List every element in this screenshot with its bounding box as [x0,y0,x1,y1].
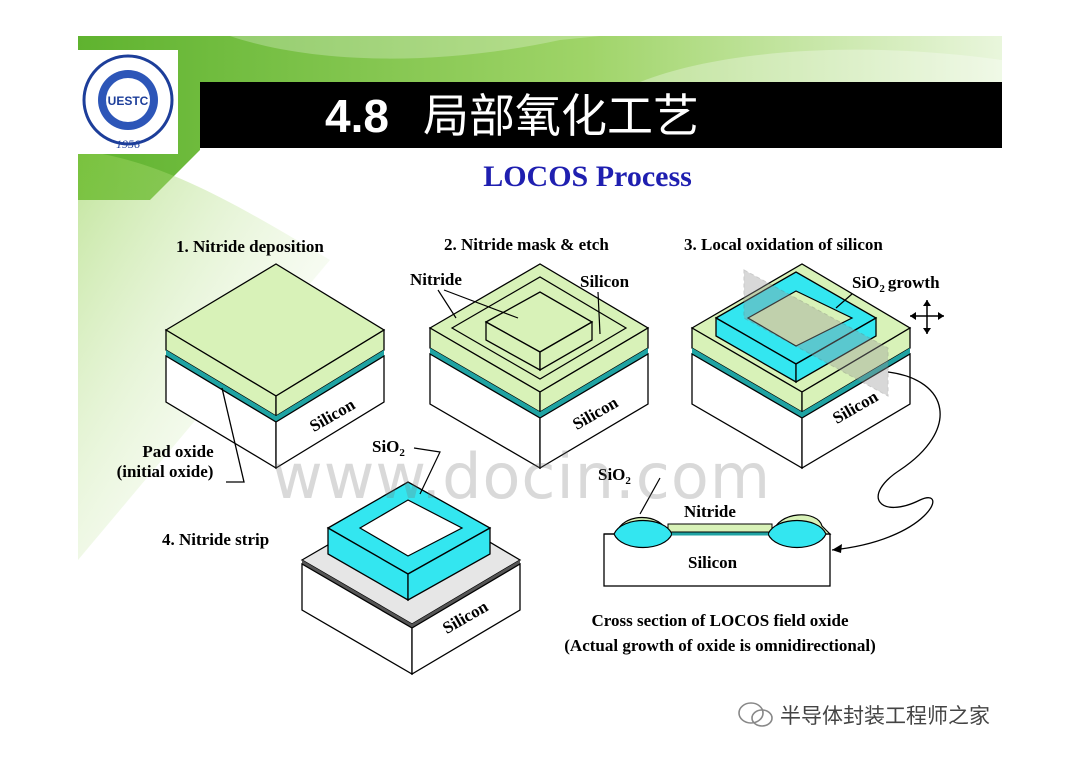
silicon-mask-label: Silicon [580,272,630,291]
cross-nitride-label: Nitride [684,502,736,521]
sio2-label-cross: SiO2 [598,465,631,487]
sio2-label-4: SiO2 [372,437,405,459]
initial-oxide-label: (initial oxide) [116,462,214,481]
block-nitride-mask-etch: Silicon [428,263,650,470]
cross-section [603,477,832,587]
step3-label: 3. Local oxidation of silicon [684,235,883,254]
caption-line-2: (Actual growth of oxide is omnidirection… [564,636,876,655]
step4-label: 4. Nitride strip [162,530,270,549]
wechat-icon [738,702,773,727]
logo-year: 1956 [116,137,140,151]
pad-oxide-label: Pad oxide [142,442,214,461]
block-local-oxidation: Silicon [690,263,944,553]
footer-brand: 半导体封装工程师之家 [780,704,990,728]
section-number: 4.8 [325,90,389,142]
logo-text: UESTC [108,94,149,108]
block-nitride-deposition: Silicon [164,263,386,483]
cross-silicon-label: Silicon [688,553,738,572]
university-logo: UESTC 1956 [78,50,178,154]
nitride-label: Nitride [410,270,462,289]
watermark: www.docin.com [272,440,772,513]
section-title: 局部氧化工艺 [422,89,699,143]
caption-line-1: Cross section of LOCOS field oxide [591,611,849,630]
block-nitride-strip: Silicon [300,447,522,676]
step1-label: 1. Nitride deposition [176,237,324,256]
title-bar [200,82,1002,148]
step2-label: 2. Nitride mask & etch [444,235,609,254]
diagram-subtitle: LOCOS Process [483,160,692,193]
page-title: 4.8 局部氧化工艺 [325,86,699,146]
